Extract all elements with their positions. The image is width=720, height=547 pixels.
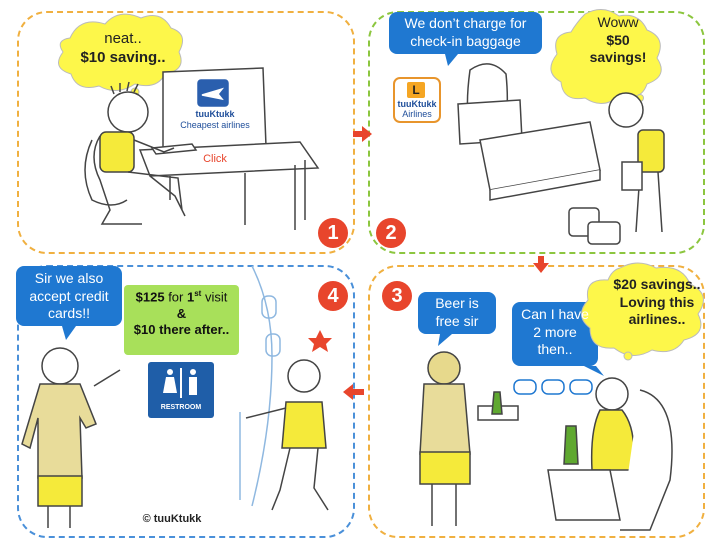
luggage bbox=[568, 207, 621, 245]
speech-attendant: Beer is free sir bbox=[418, 295, 496, 330]
speech-passenger-line3: then.. bbox=[537, 341, 573, 357]
fee-first-sup: st bbox=[194, 289, 202, 298]
panel-number-2: 2 bbox=[376, 218, 406, 248]
speech-attendant-line2: free sir bbox=[435, 312, 479, 329]
logo-sub: Airlines bbox=[402, 109, 432, 119]
desperate-passenger bbox=[239, 330, 332, 511]
speech-panel2-line1: We don’t charge for bbox=[404, 15, 527, 31]
panel-number-1: 1 bbox=[318, 218, 348, 248]
cabin-windows bbox=[513, 379, 593, 395]
fee-amount-first: $125 bbox=[135, 289, 165, 305]
speech-panel4-line3: cards!! bbox=[47, 305, 90, 321]
copyright: © tuuKtukk bbox=[142, 513, 202, 525]
thought-cloud-panel3 bbox=[581, 262, 704, 361]
thought-panel2-line3: savings! bbox=[589, 49, 647, 65]
passenger-seated bbox=[547, 377, 673, 531]
fee-first-number: 1 bbox=[186, 289, 195, 305]
check-in-counter bbox=[457, 63, 601, 201]
woman-with-card bbox=[21, 347, 121, 528]
speech-bubble-panel2 bbox=[389, 12, 542, 66]
passenger-panel2 bbox=[608, 92, 665, 233]
restroom-label: RESTROOM bbox=[160, 404, 202, 411]
fee-line1: $125 for 1st visit bbox=[124, 289, 239, 306]
speech-panel2: We don’t charge for check-in baggage bbox=[389, 15, 542, 50]
fee-line3: $10 there after.. bbox=[133, 321, 230, 337]
speech-passenger-line2: 2 more bbox=[533, 323, 577, 340]
thought-panel2: Woww $50 savings! bbox=[578, 14, 658, 67]
thought-panel1-line2: $10 saving.. bbox=[80, 48, 166, 66]
fee-line2: & bbox=[176, 305, 187, 321]
speech-bubble-passenger bbox=[512, 302, 604, 376]
man-at-computer bbox=[84, 81, 186, 225]
panel-4 bbox=[17, 265, 355, 538]
thought-panel2-line2: $50 bbox=[606, 31, 630, 48]
thought-panel3: $20 savings.. Loving this airlines.. bbox=[604, 276, 710, 329]
computer-monitor bbox=[162, 67, 267, 163]
panel-number-3: 3 bbox=[382, 281, 412, 311]
fee-for: for bbox=[164, 289, 187, 305]
arrow-3-to-4 bbox=[343, 384, 364, 400]
speech-bubble-panel4 bbox=[16, 266, 122, 340]
speech-panel4-line2: accept credit bbox=[29, 287, 109, 304]
desk bbox=[138, 141, 320, 230]
speech-attendant-line1: Beer is bbox=[435, 295, 479, 311]
fee-box bbox=[124, 285, 239, 355]
screen-site-tagline: Cheapest airlines bbox=[180, 120, 250, 130]
fee-visit: visit bbox=[201, 289, 228, 305]
panel-number-4: 4 bbox=[318, 281, 348, 311]
arrow-1-to-2 bbox=[353, 126, 372, 142]
speech-panel4-line1: Sir we also bbox=[34, 270, 104, 286]
speech-bubble-attendant bbox=[418, 292, 496, 346]
click-label: Click bbox=[203, 153, 227, 165]
fee-text: $125 for 1st visit & $10 there after.. bbox=[124, 289, 239, 338]
speech-panel4: Sir we also accept credit cards!! bbox=[16, 270, 122, 323]
restroom-sign bbox=[148, 362, 214, 418]
screen-site-name: tuuKtukk bbox=[195, 109, 235, 119]
logo-name: tuuKtukk bbox=[397, 99, 437, 109]
logo-letter: L bbox=[412, 83, 420, 97]
speech-passenger: Can I have 2 more then.. bbox=[512, 306, 598, 359]
thought-panel3-line1: $20 savings.. bbox=[613, 276, 701, 292]
speech-passenger-line1: Can I have bbox=[521, 306, 589, 322]
flight-attendant bbox=[419, 351, 519, 526]
arrow-2-to-3 bbox=[533, 256, 549, 273]
thought-panel3-line2: Loving this bbox=[619, 293, 695, 310]
thought-panel3-line3: airlines.. bbox=[628, 311, 686, 327]
thought-panel2-line1: Woww bbox=[597, 14, 639, 30]
airline-logo bbox=[393, 77, 441, 123]
speech-panel2-line2: check-in baggage bbox=[410, 32, 521, 49]
airplane-interior-lines bbox=[251, 265, 281, 507]
thought-panel1: neat.. $10 saving.. bbox=[78, 30, 168, 68]
thought-panel1-line1: neat.. bbox=[104, 30, 142, 47]
